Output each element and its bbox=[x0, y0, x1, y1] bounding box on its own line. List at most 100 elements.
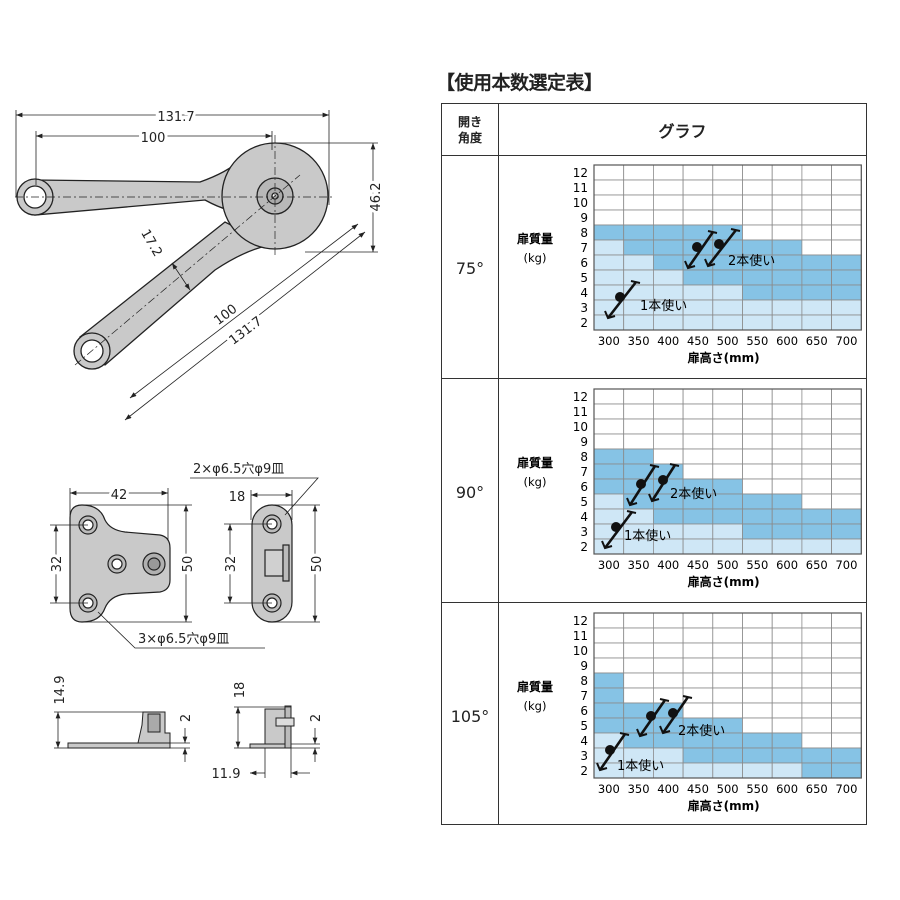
chart-cell bbox=[653, 433, 684, 450]
chart-cell bbox=[593, 508, 625, 525]
chart-cell bbox=[653, 388, 684, 405]
chart-cell bbox=[593, 463, 625, 480]
chart-cell bbox=[653, 314, 684, 331]
y-tick-label: 2 bbox=[580, 316, 588, 330]
y-tick-label: 7 bbox=[580, 689, 588, 703]
dim-plate-b-pitch: 32 bbox=[224, 556, 239, 573]
chart-cell bbox=[771, 224, 803, 241]
chart-cell bbox=[623, 418, 654, 435]
chart-cell bbox=[712, 657, 743, 674]
x-tick-label: 300 bbox=[598, 782, 620, 796]
chart-cell bbox=[831, 433, 862, 450]
chart-cell bbox=[801, 672, 833, 689]
chart-cell bbox=[742, 627, 773, 644]
x-axis-label: 扉高さ(mm) bbox=[688, 798, 760, 813]
chart-cell bbox=[682, 762, 714, 779]
table-title: 【使用本数選定表】 bbox=[436, 72, 603, 94]
chart-cell bbox=[653, 403, 684, 420]
chart-cell bbox=[623, 239, 654, 256]
chart-cell bbox=[682, 284, 714, 301]
x-tick-label: 300 bbox=[598, 334, 620, 348]
chart-cell bbox=[831, 388, 862, 405]
arrow-dot bbox=[658, 475, 668, 485]
x-tick-label: 450 bbox=[687, 558, 709, 572]
chart-cell bbox=[771, 508, 803, 525]
chart-cell bbox=[712, 672, 743, 689]
chart-cell bbox=[742, 418, 773, 435]
chart-cell bbox=[801, 179, 833, 196]
chart-cell bbox=[771, 299, 803, 316]
chart-cell bbox=[623, 448, 654, 465]
arrow-head-icon bbox=[659, 725, 671, 735]
chart-cell bbox=[771, 463, 803, 480]
y-tick-label: 4 bbox=[580, 734, 588, 748]
y-tick-label: 5 bbox=[580, 495, 588, 509]
x-tick-label: 500 bbox=[717, 558, 739, 572]
chart-cell bbox=[742, 224, 773, 241]
chart-cell bbox=[801, 388, 833, 405]
plate-b-holes-note: 2×φ6.5穴φ9皿 bbox=[193, 462, 284, 477]
chart-cell bbox=[771, 403, 803, 420]
chart-cell bbox=[801, 209, 833, 226]
arrow-head-icon bbox=[601, 540, 613, 550]
chart-cell bbox=[801, 762, 833, 779]
chart-cell bbox=[801, 612, 833, 629]
chart-cell bbox=[801, 747, 833, 764]
chart-cell bbox=[712, 164, 743, 181]
chart-cell bbox=[801, 448, 833, 465]
chart-cell bbox=[682, 642, 714, 659]
arrow-tail bbox=[707, 230, 718, 234]
chart-cell bbox=[682, 687, 714, 704]
chart-cell bbox=[831, 239, 862, 256]
row-divider bbox=[442, 378, 866, 379]
chart-cell bbox=[682, 747, 714, 764]
chart-cell bbox=[712, 433, 743, 450]
plate-a-side-view bbox=[67, 711, 171, 749]
y-tick-label: 7 bbox=[580, 241, 588, 255]
chart-cell bbox=[593, 254, 625, 271]
chart-cell bbox=[712, 224, 743, 241]
chart-cell bbox=[682, 164, 714, 181]
chart-cell bbox=[682, 657, 714, 674]
chart-cell bbox=[771, 314, 803, 331]
x-tick-label: 350 bbox=[628, 782, 650, 796]
chart-cell bbox=[742, 538, 773, 555]
chart-cell bbox=[831, 657, 862, 674]
x-tick-label: 600 bbox=[776, 334, 798, 348]
chart-cell bbox=[771, 239, 803, 256]
arrow-head-icon bbox=[626, 497, 638, 507]
y-tick-label: 9 bbox=[580, 435, 588, 449]
chart-cell bbox=[742, 523, 773, 540]
chart-cell bbox=[831, 702, 862, 719]
chart-cell bbox=[771, 627, 803, 644]
y-tick-label: 4 bbox=[580, 286, 588, 300]
series-label-single: 1本使い bbox=[640, 298, 687, 314]
chart-cell bbox=[682, 523, 714, 540]
chart-cell bbox=[593, 448, 625, 465]
x-tick-label: 550 bbox=[746, 558, 768, 572]
y-tick-label: 12 bbox=[573, 614, 588, 628]
chart-cell bbox=[831, 732, 862, 749]
chart-cell bbox=[831, 224, 862, 241]
chart-cell bbox=[593, 717, 625, 734]
y-tick-label: 8 bbox=[580, 674, 588, 688]
chart-cell bbox=[682, 702, 714, 719]
chart-cell bbox=[623, 627, 654, 644]
chart-cell bbox=[801, 403, 833, 420]
chart-cell bbox=[593, 433, 625, 450]
chart-cell bbox=[623, 687, 654, 704]
dim-plate-a-thickness: 2 bbox=[179, 714, 194, 722]
y-axis-unit: (kg) bbox=[524, 251, 547, 265]
chart-cell bbox=[623, 388, 654, 405]
chart-cell bbox=[801, 284, 833, 301]
chart-cell bbox=[771, 433, 803, 450]
chart-cell bbox=[742, 194, 773, 211]
chart-cell bbox=[712, 523, 743, 540]
header-angle-line1: 開き bbox=[457, 115, 482, 129]
chart-cell bbox=[801, 239, 833, 256]
chart-cell bbox=[771, 269, 803, 286]
y-tick-label: 6 bbox=[580, 256, 588, 270]
chart-cell bbox=[593, 657, 625, 674]
